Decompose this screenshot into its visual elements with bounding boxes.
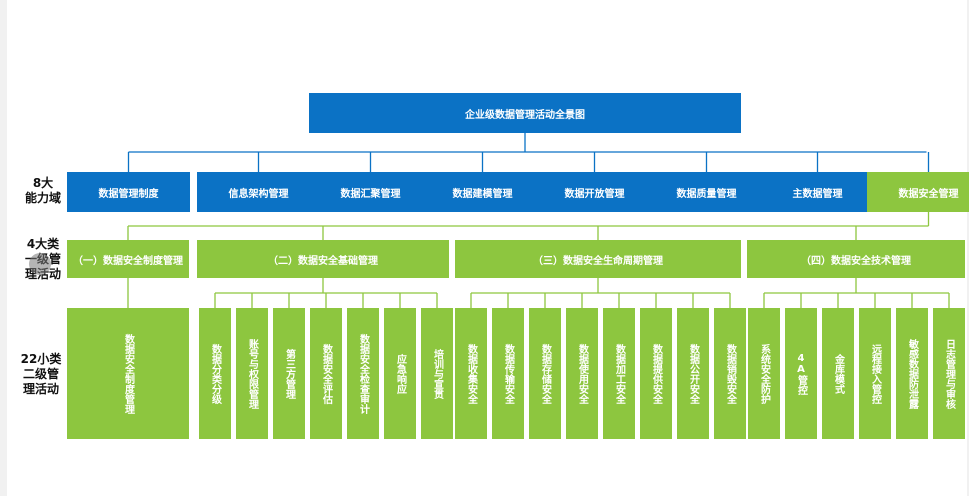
category-node-label: （四）数据安全技术管理 xyxy=(801,255,911,267)
domain-node-label: 主数据管理 xyxy=(792,188,843,200)
activity-node: 金库模式 xyxy=(822,308,854,439)
activity-node-label: 培训与宣贯 xyxy=(431,348,443,399)
domain-node: 数据开放管理 xyxy=(533,172,656,212)
activity-node-label: 数据安全制度管理 xyxy=(122,333,134,414)
domain-node: 主数据管理 xyxy=(756,172,879,212)
domain-node-label: 信息架构管理 xyxy=(228,188,289,200)
activity-node-label: 敏感数据防泄露 xyxy=(906,338,918,409)
category-node-label: （一）数据安全制度管理 xyxy=(73,255,183,267)
side-label-level3: 22小类 二级管 理活动 xyxy=(17,352,65,397)
activity-node: 数据分类分级 xyxy=(199,308,231,439)
activity-node-label: 数据加工安全 xyxy=(613,343,625,404)
activity-node-label: 数据传输安全 xyxy=(502,343,514,404)
activity-node-label: 4A管控 xyxy=(795,352,807,395)
mouse-cursor-indicator xyxy=(29,253,51,275)
activity-node: 数据公开安全 xyxy=(677,308,709,439)
category-node: （三）数据安全生命周期管理 xyxy=(455,240,741,278)
activity-node-label: 数据销毁安全 xyxy=(724,343,736,404)
domain-node-label: 数据汇聚管理 xyxy=(340,188,401,200)
category-node-label: （三）数据安全生命周期管理 xyxy=(533,255,663,267)
activity-node: 敏感数据防泄露 xyxy=(896,308,928,439)
activity-node-label: 数据安全检查审计 xyxy=(357,333,369,414)
activity-node-label: 日志管理与审核 xyxy=(943,338,955,409)
activity-node: 培训与宣贯 xyxy=(421,308,453,439)
domain-node: 数据质量管理 xyxy=(645,172,768,212)
domain-node-label: 数据质量管理 xyxy=(676,188,737,200)
activity-node: 系统安全防护 xyxy=(748,308,780,439)
activity-node: 数据提供安全 xyxy=(640,308,672,439)
activity-node: 数据加工安全 xyxy=(603,308,635,439)
activity-node: 数据传输安全 xyxy=(492,308,524,439)
root-node-label: 企业级数据管理活动全景图 xyxy=(465,109,585,121)
activity-node-label: 应急响应 xyxy=(394,353,406,394)
activity-node: 远程接入管控 xyxy=(859,308,891,439)
activity-node: 日志管理与审核 xyxy=(933,308,965,439)
domain-node: 数据安全管理 xyxy=(867,172,969,212)
activity-node: 数据安全检查审计 xyxy=(347,308,379,439)
domain-node-label: 数据管理制度 xyxy=(98,188,159,200)
domain-node-label: 数据安全管理 xyxy=(898,188,959,200)
category-node: （一）数据安全制度管理 xyxy=(67,240,189,278)
domain-node: 数据管理制度 xyxy=(67,172,190,212)
activity-node-label: 账号与权限管理 xyxy=(246,338,258,409)
root-node: 企业级数据管理活动全景图 xyxy=(309,93,741,133)
activity-node-label: 金库模式 xyxy=(832,353,844,394)
activity-node-label: 数据公开安全 xyxy=(687,343,699,404)
category-node-label: （二）数据安全基础管理 xyxy=(268,255,378,267)
activity-node: 账号与权限管理 xyxy=(236,308,268,439)
activity-node-label: 远程接入管控 xyxy=(869,343,881,404)
domain-node: 信息架构管理 xyxy=(197,172,320,212)
side-label-level1: 8大 能力域 xyxy=(19,176,67,206)
side-label-level3-text: 22小类 二级管 理活动 xyxy=(20,352,62,396)
activity-node-label: 数据收集安全 xyxy=(465,343,477,404)
activity-node: 数据存储安全 xyxy=(529,308,561,439)
domain-node-label: 数据建模管理 xyxy=(452,188,513,200)
domain-node: 数据汇聚管理 xyxy=(309,172,432,212)
activity-node: 第三方管理 xyxy=(273,308,305,439)
activity-node-label: 数据使用安全 xyxy=(576,343,588,404)
connector-lines xyxy=(127,133,950,308)
activity-node: 数据使用安全 xyxy=(566,308,598,439)
activity-node: 应急响应 xyxy=(384,308,416,439)
category-node: （四）数据安全技术管理 xyxy=(747,240,965,278)
domain-node: 数据建模管理 xyxy=(421,172,544,212)
activity-node: 数据安全制度管理 xyxy=(67,308,189,439)
side-label-level1-text: 8大 能力域 xyxy=(24,176,61,205)
category-node: （二）数据安全基础管理 xyxy=(197,240,449,278)
activity-node: 4A管控 xyxy=(785,308,817,439)
activity-node-label: 数据分类分级 xyxy=(209,343,221,404)
activity-node: 数据收集安全 xyxy=(455,308,487,439)
activity-node: 数据销毁安全 xyxy=(714,308,746,439)
activity-node-label: 第三方管理 xyxy=(283,348,295,399)
activity-node-label: 数据提供安全 xyxy=(650,343,662,404)
activity-node: 数据安全评估 xyxy=(310,308,342,439)
domain-node-label: 数据开放管理 xyxy=(564,188,625,200)
activity-node-label: 数据安全评估 xyxy=(320,343,332,404)
diagram-page: 8大 能力域 4大类 一级管 理活动 22小类 二级管 理活动 企业级数据管理活… xyxy=(7,0,969,496)
activity-node-label: 系统安全防护 xyxy=(758,343,770,404)
activity-node-label: 数据存储安全 xyxy=(539,343,551,404)
